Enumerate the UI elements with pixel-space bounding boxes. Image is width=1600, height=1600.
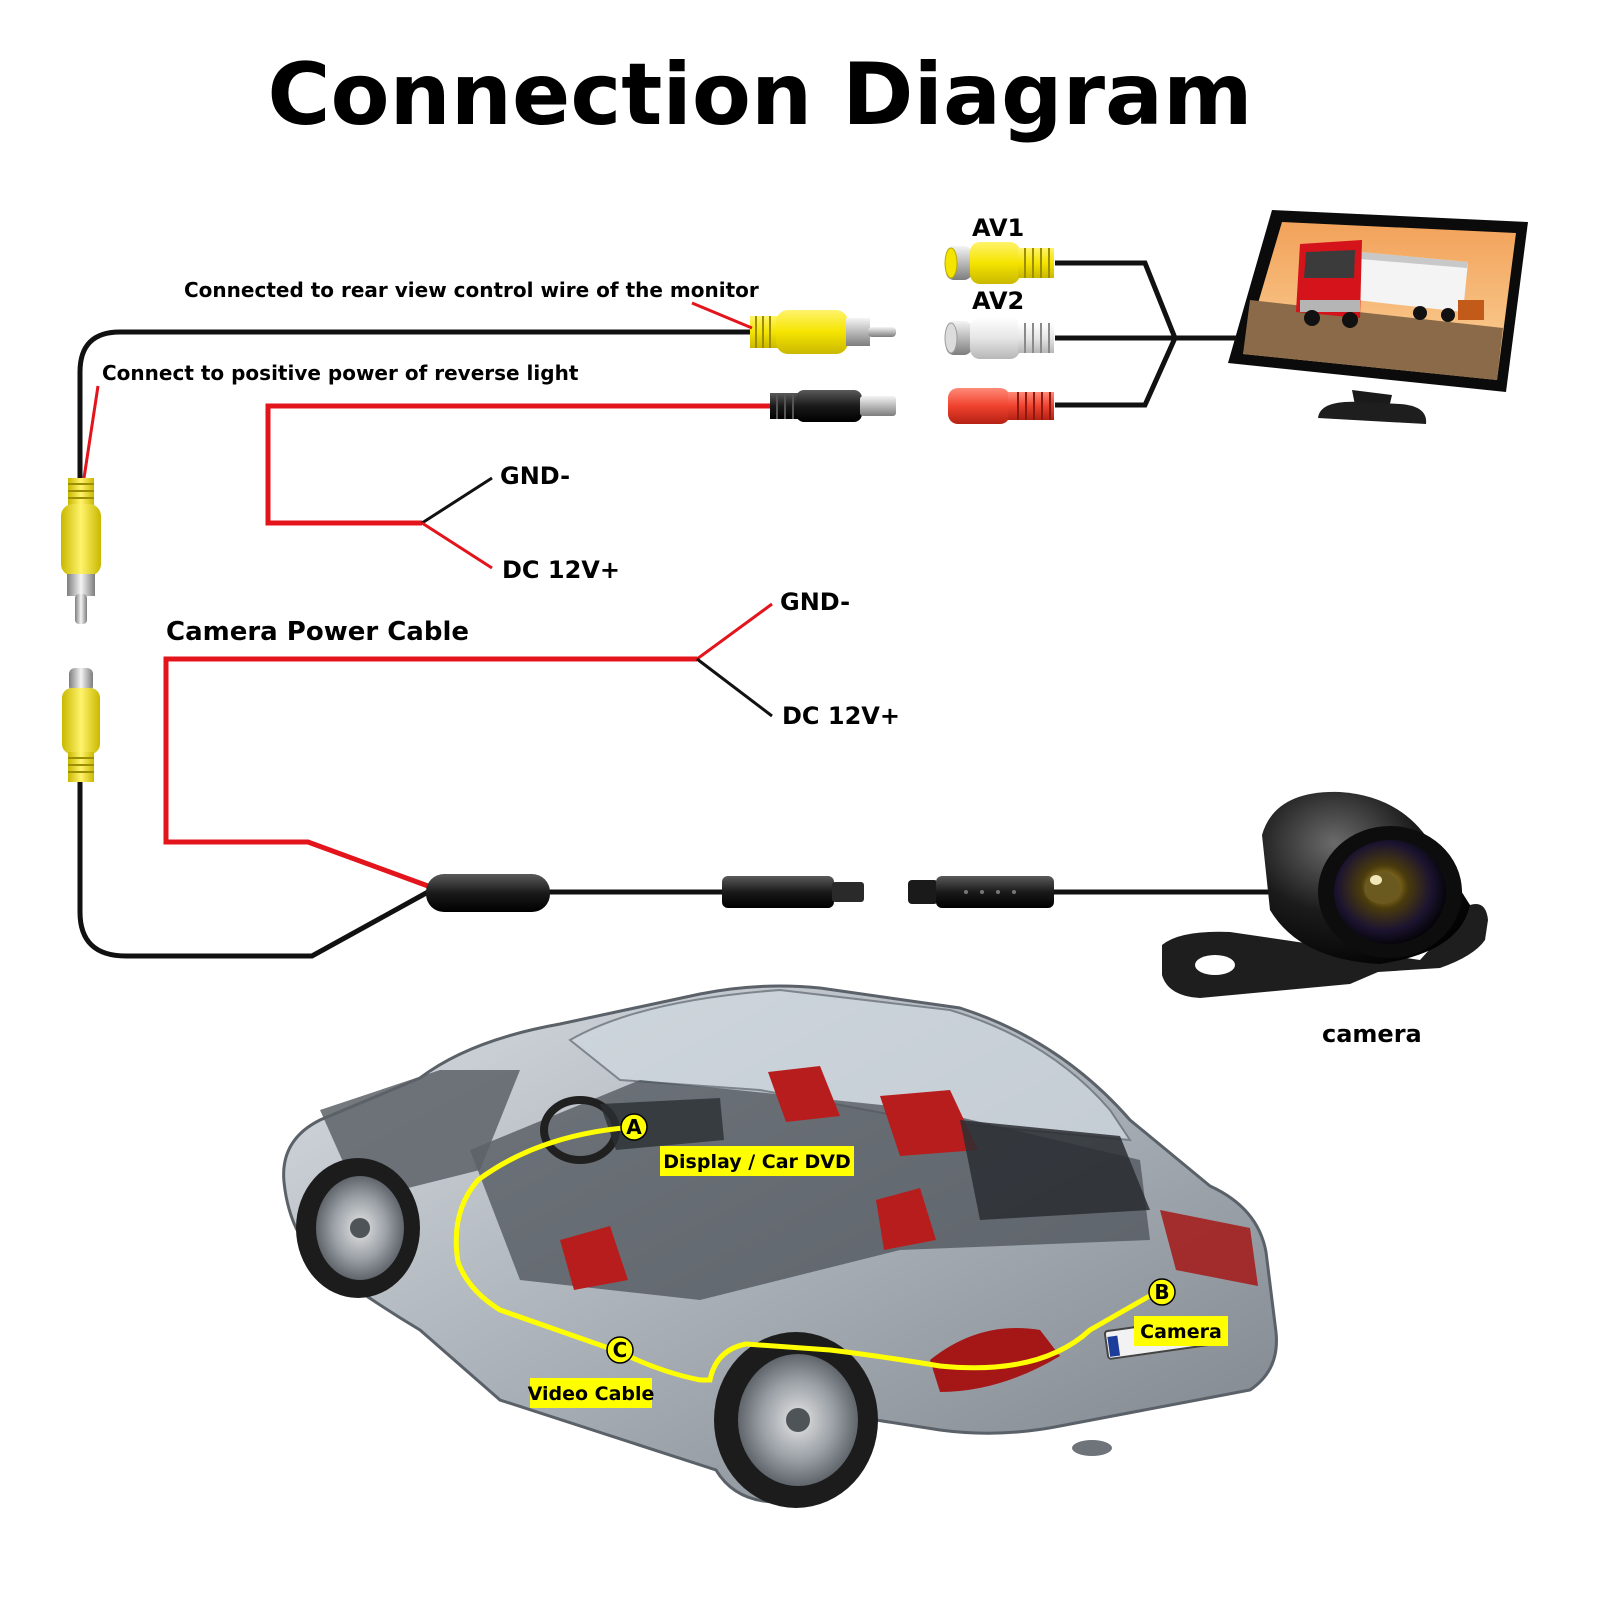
camera-power-split bbox=[696, 602, 773, 718]
camera-label: camera bbox=[1322, 1020, 1422, 1048]
video-rca-female-connector-bottom bbox=[62, 668, 100, 782]
point-a-marker: A bbox=[620, 1113, 648, 1141]
camera-cable-connector-female bbox=[908, 876, 1054, 908]
monitor bbox=[1228, 210, 1528, 424]
camera-gnd-label: GND- bbox=[780, 588, 850, 616]
rear-view-camera bbox=[1162, 791, 1488, 998]
monitor-dc-male-plug bbox=[770, 390, 896, 422]
point-c-label: C bbox=[613, 1338, 628, 1362]
camera-cable-connector-male bbox=[722, 876, 864, 908]
diagram-title: Connection Diagram bbox=[267, 45, 1252, 145]
display-car-dvd-label: Display / Car DVD bbox=[663, 1151, 851, 1173]
video-cable-label: Video Cable bbox=[528, 1383, 655, 1405]
video-cable-tag: Video Cable bbox=[528, 1378, 655, 1408]
camera-power-cable-label: Camera Power Cable bbox=[166, 617, 469, 647]
monitor-harness-wires bbox=[1055, 260, 1237, 408]
av2-rca-female-connector bbox=[944, 317, 1054, 359]
cable-splitter bbox=[426, 874, 550, 912]
av1-rca-female-connector bbox=[944, 242, 1054, 284]
camera-tag: Camera bbox=[1134, 1316, 1228, 1346]
monitor-dc-label: DC 12V+ bbox=[502, 556, 620, 584]
trigger-and-video-cable bbox=[77, 329, 758, 478]
rear-view-control-note: Connected to rear view control wire of t… bbox=[184, 278, 759, 302]
video-cable-route bbox=[453, 1124, 1162, 1383]
car-cutaway bbox=[282, 984, 1278, 1508]
monitor-power-split bbox=[421, 476, 493, 570]
rear-view-control-pointer bbox=[691, 301, 753, 330]
video-rca-male-connector-top bbox=[61, 478, 101, 624]
av1-label: AV1 bbox=[972, 214, 1024, 242]
point-b-label: B bbox=[1154, 1280, 1169, 1304]
monitor-gnd-label: GND- bbox=[500, 462, 570, 490]
reverse-light-pointer bbox=[82, 385, 100, 479]
camera-dc-label: DC 12V+ bbox=[782, 702, 900, 730]
point-a-label: A bbox=[626, 1115, 642, 1139]
camera-video-wire bbox=[77, 782, 1285, 959]
point-c-marker: C bbox=[606, 1336, 634, 1364]
rear-view-control-rca-male-connector bbox=[750, 310, 896, 354]
display-car-dvd-tag: Display / Car DVD bbox=[660, 1146, 854, 1176]
monitor-dc-power-female-connector bbox=[948, 388, 1054, 424]
av2-label: AV2 bbox=[972, 287, 1024, 315]
camera-tag-label: Camera bbox=[1140, 1321, 1222, 1343]
point-b-marker: B bbox=[1148, 1278, 1176, 1306]
reverse-light-note: Connect to positive power of reverse lig… bbox=[102, 361, 579, 385]
monitor-power-wire bbox=[265, 403, 782, 526]
camera-power-wire bbox=[163, 656, 697, 889]
